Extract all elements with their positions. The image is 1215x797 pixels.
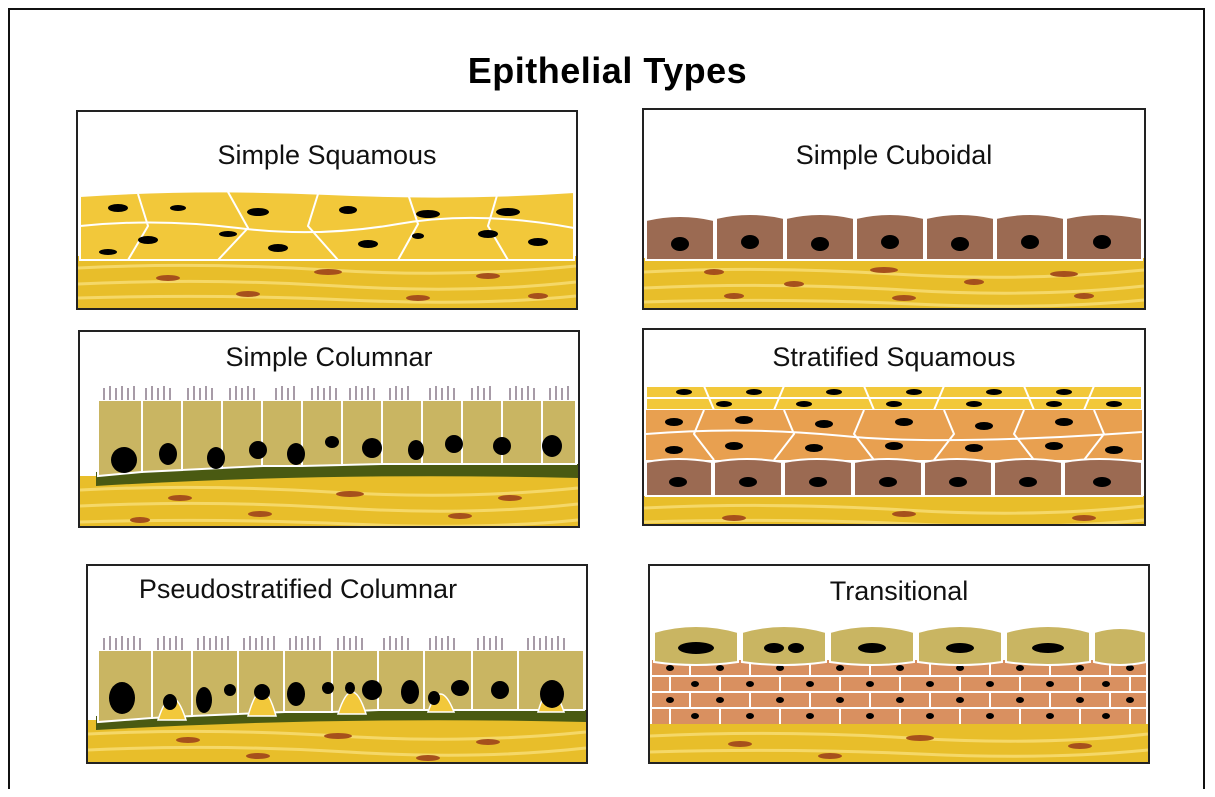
panel-label: Simple Cuboidal — [644, 140, 1144, 170]
panel-simple-cuboidal: Simple Cuboidal — [642, 108, 1146, 310]
panel-transitional: Transitional — [648, 564, 1150, 764]
simple-columnar-illustration — [80, 376, 578, 528]
figure-title: Epithelial Types — [0, 50, 1215, 92]
panel-label: Stratified Squamous — [644, 342, 1144, 372]
simple-cuboidal-illustration — [644, 210, 1144, 310]
panel-label: Simple Columnar — [80, 342, 578, 372]
panel-label: Simple Squamous — [78, 140, 576, 170]
panel-label: Pseudostratified Columnar — [118, 574, 478, 604]
panel-simple-columnar: Simple Columnar — [78, 330, 580, 528]
panel-stratified-squamous: Stratified Squamous — [642, 328, 1146, 526]
panel-pseudostratified-columnar: Pseudostratified Columnar — [86, 564, 588, 764]
pseudostratified-columnar-illustration — [88, 636, 586, 764]
panel-simple-squamous: Simple Squamous — [76, 110, 578, 310]
panel-label: Transitional — [650, 576, 1148, 606]
simple-squamous-illustration — [78, 186, 576, 310]
transitional-illustration — [650, 620, 1148, 764]
stratified-squamous-illustration — [644, 378, 1144, 526]
